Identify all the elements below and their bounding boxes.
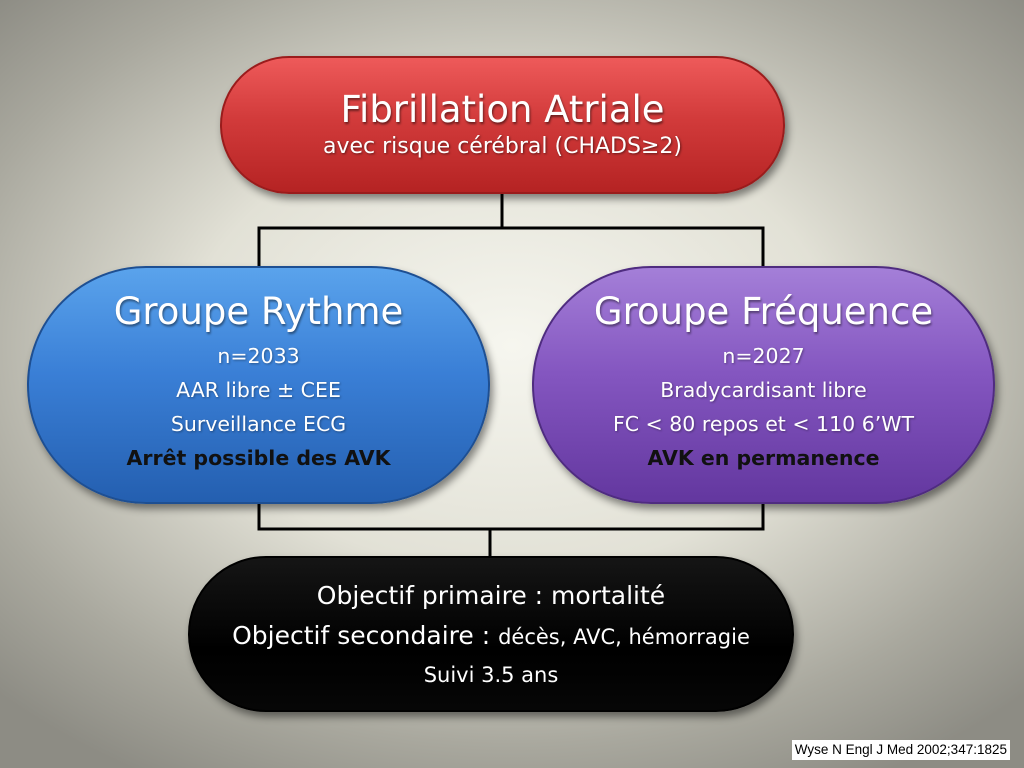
rhythm-group-emphasis: Arrêt possible des AVK [126,446,391,470]
secondary-objective-label: Objectif secondaire : [232,620,499,650]
rhythm-group-box: Groupe Rythme n=2033 AAR libre ± CEE Sur… [27,266,490,504]
rate-group-n: n=2027 [722,344,805,368]
rate-group-line2: FC < 80 repos et < 110 6’WT [612,412,915,436]
rate-group-box: Groupe Fréquence n=2027 Bradycardisant l… [532,266,995,504]
rate-group-emphasis: AVK en permanence [647,446,880,470]
rate-group-title: Groupe Fréquence [593,290,934,333]
secondary-objective-value: décès, AVC, hémorragie [498,624,750,649]
rhythm-group-line2: Surveillance ECG [170,412,347,436]
follow-up: Suivi 3.5 ans [423,662,559,687]
top-box-title: Fibrillation Atriale [340,88,665,131]
atrial-fibrillation-box: Fibrillation Atriale avec risque cérébra… [220,56,785,194]
outcome-box: Objectif primaire : mortalité Objectif s… [188,556,794,712]
rate-group-line1: Bradycardisant libre [660,378,867,402]
top-box-subtitle: avec risque cérébral (CHADS≥2) [323,134,682,159]
secondary-objective: Objectif secondaire : décès, AVC, hémorr… [232,616,750,657]
primary-objective: Objectif primaire : mortalité [316,580,666,610]
rhythm-group-line1: AAR libre ± CEE [176,378,341,402]
rhythm-group-n: n=2033 [217,344,300,368]
rhythm-group-title: Groupe Rythme [113,290,404,333]
citation: Wyse N Engl J Med 2002;347:1825 [791,740,1010,760]
